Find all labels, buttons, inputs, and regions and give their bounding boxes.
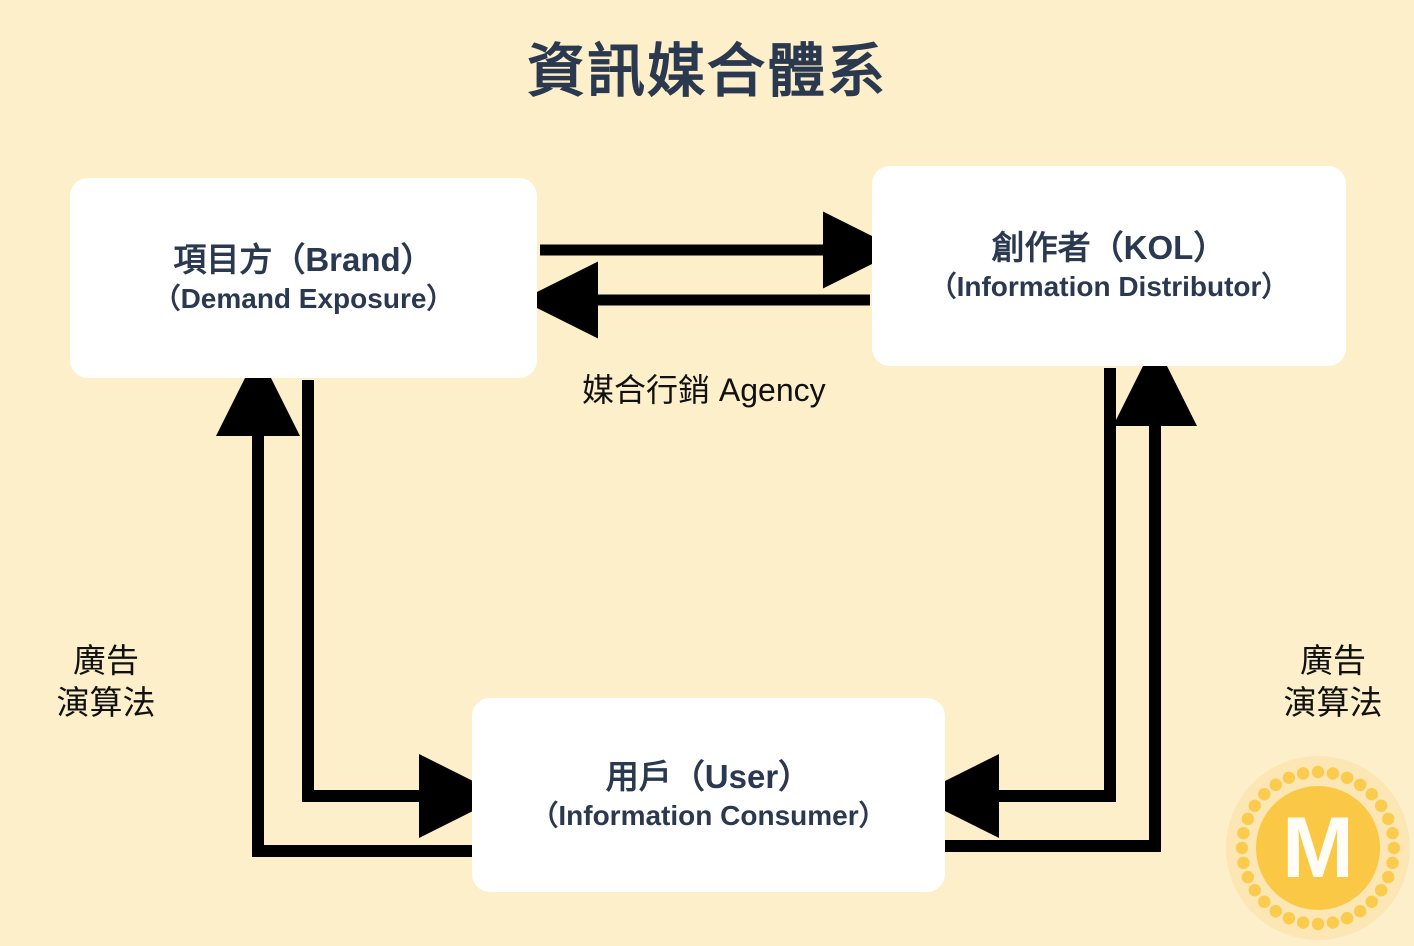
label-ad-algorithm-left: 廣告 演算法: [26, 640, 186, 724]
arrow-user-to-kol: [943, 342, 1197, 852]
node-brand-subtitle: （Demand Exposure）: [152, 282, 455, 314]
node-kol-title: 創作者（KOL）: [991, 229, 1227, 267]
node-kol-subtitle: （Information Distributor）: [928, 270, 1290, 302]
arrow-brand-to-user: [302, 380, 503, 838]
node-user-subtitle: （Information Consumer）: [530, 799, 887, 831]
node-brand[interactable]: 項目方（Brand） （Demand Exposure）: [70, 178, 537, 378]
node-user[interactable]: 用戶（User） （Information Consumer）: [472, 698, 945, 892]
label-ad-algorithm-left-line2: 演算法: [56, 684, 156, 722]
node-user-title: 用戶（User）: [605, 758, 812, 796]
label-ad-algorithm-left-line1: 廣告: [73, 642, 139, 679]
node-brand-title: 項目方（Brand）: [173, 241, 434, 279]
arrow-user-to-brand: [216, 352, 474, 857]
label-ad-algorithm-right-line1: 廣告: [1300, 642, 1366, 679]
logo-badge-icon: M: [1226, 756, 1410, 940]
label-agency: 媒合行銷 Agency: [582, 372, 826, 408]
label-ad-algorithm-right: 廣告 演算法: [1253, 640, 1413, 724]
logo-letter: M: [1282, 800, 1354, 896]
page-title: 資訊媒合體系: [526, 39, 887, 104]
logo-dot-ring: [1235, 765, 1401, 931]
logo-disc: [1256, 786, 1380, 910]
label-ad-algorithm-right-line2: 演算法: [1283, 684, 1383, 722]
arrow-kol-to-user: [915, 368, 1116, 838]
node-kol[interactable]: 創作者（KOL） （Information Distributor）: [872, 166, 1346, 366]
